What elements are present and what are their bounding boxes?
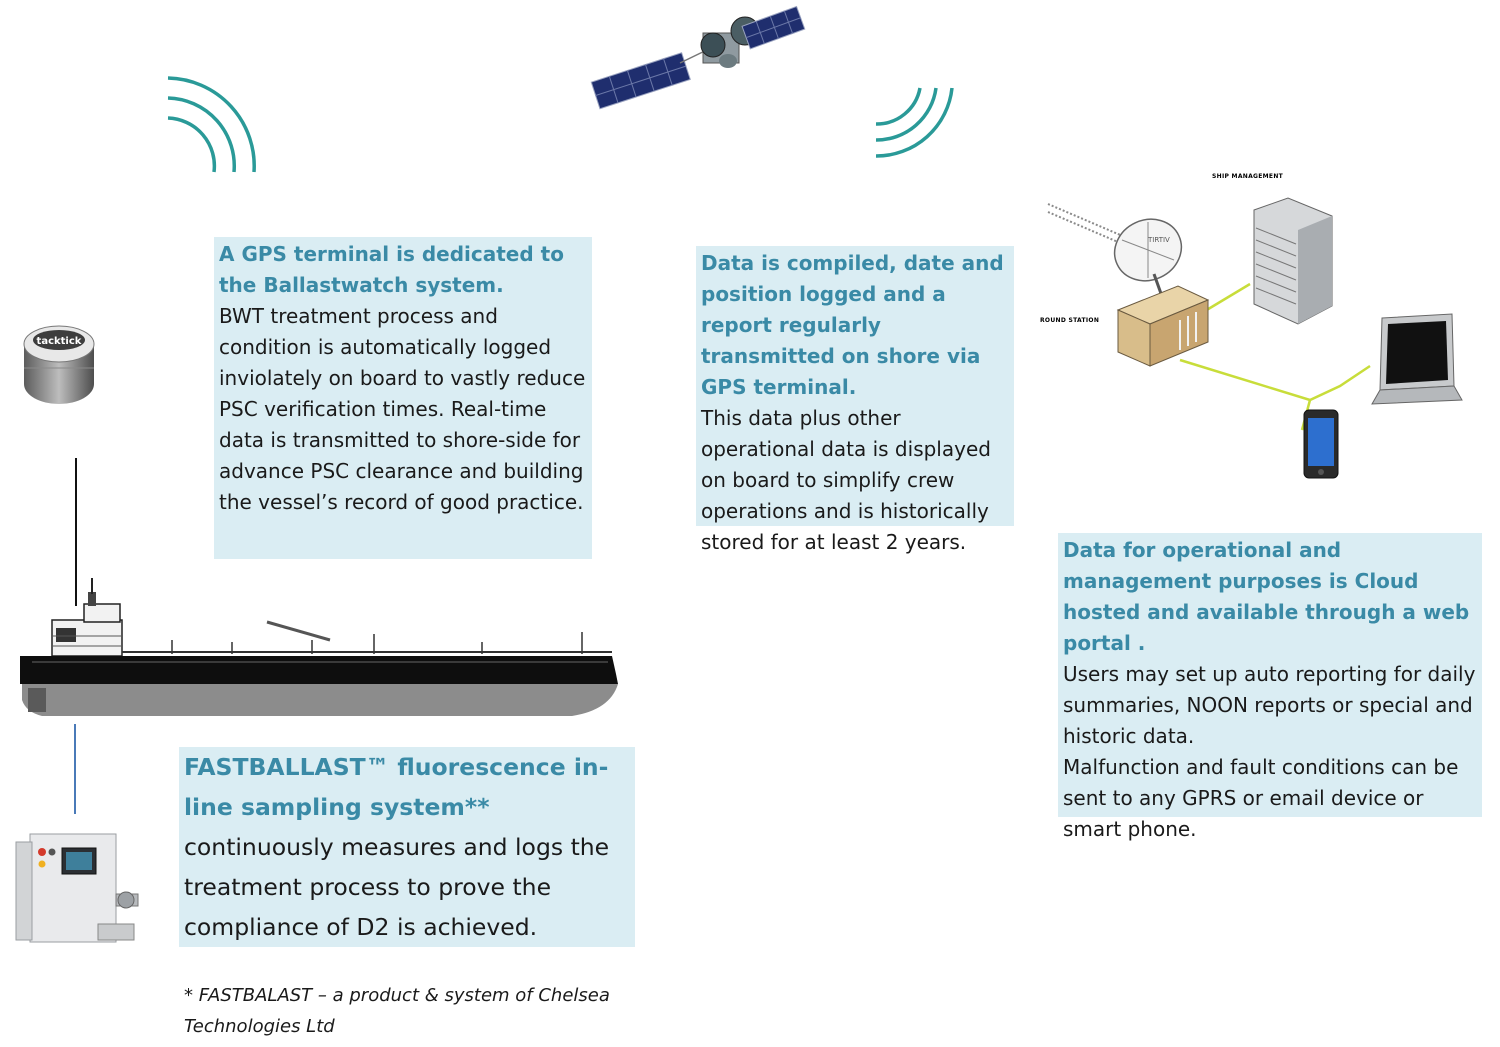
data-compiled-description: Data is compiled, date and position logg… xyxy=(696,246,1014,554)
gps-terminal-heading: A GPS terminal is dedicated to the Balla… xyxy=(219,242,564,297)
smartphone-icon xyxy=(1303,409,1339,479)
gps-terminal-icon: tacktick xyxy=(23,325,95,404)
gps-brand-label: tacktick xyxy=(37,336,82,347)
footnote: * FASTBALAST – a product & system of Che… xyxy=(184,985,610,1037)
gps-terminal-description: A GPS terminal is dedicated to the Balla… xyxy=(214,237,592,559)
fastballast-heading: FASTBALLAST™ fluorescence in-line sampli… xyxy=(184,753,609,821)
sampler-connector-line xyxy=(74,724,76,814)
satellite-icon xyxy=(590,5,806,110)
ship-management-label: SHIP MANAGEMENT xyxy=(1212,173,1284,180)
tanker-ship-icon xyxy=(20,578,618,716)
signal-waves-left-icon xyxy=(167,76,256,173)
fastballast-description: FASTBALLAST™ fluorescence in-line sampli… xyxy=(179,747,635,947)
gps-connector-line xyxy=(75,458,77,606)
cloud-hosting-body-reporting: Users may set up auto reporting for dail… xyxy=(1063,662,1476,748)
cloud-hosting-heading: Data for operational and management purp… xyxy=(1063,538,1470,655)
laptop-icon xyxy=(1371,313,1463,405)
ground-station-icon: TIRTIV ROUND STATION SHIP MANAGEMENT xyxy=(1040,173,1371,431)
dish-label: TIRTIV xyxy=(1147,236,1170,244)
signal-waves-right-icon xyxy=(875,87,954,158)
cloud-hosting-description: Data for operational and management purp… xyxy=(1058,533,1482,841)
gps-terminal-body: BWT treatment process and condition is a… xyxy=(219,304,586,514)
cloud-hosting-body-alerts: Malfunction and fault conditions can be … xyxy=(1063,755,1459,841)
ground-station-label: ROUND STATION xyxy=(1040,317,1099,324)
data-compiled-heading: Data is compiled, date and position logg… xyxy=(701,251,1004,399)
data-compiled-body: This data plus other operational data is… xyxy=(701,406,991,554)
sampling-unit-icon xyxy=(15,833,139,943)
fastballast-body: continuously measures and logs the treat… xyxy=(184,833,610,941)
